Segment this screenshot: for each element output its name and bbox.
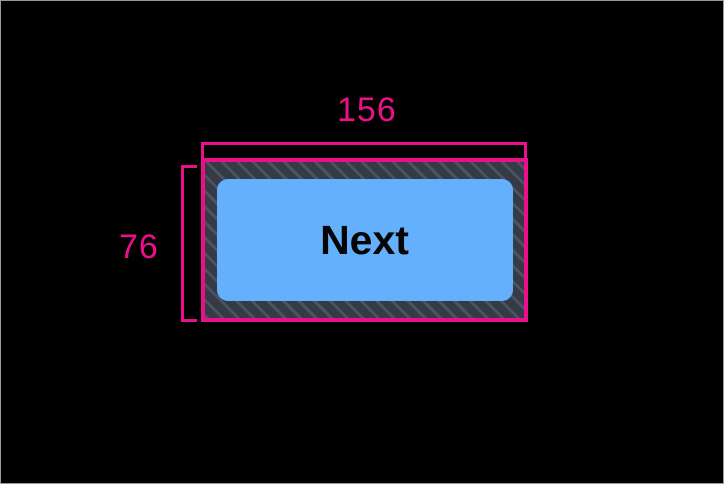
selection-outline[interactable]: Next [201,158,528,322]
next-button[interactable]: Next [216,179,513,301]
width-dimension-label: 156 [337,91,397,129]
margin-hatch-region: Next [205,162,524,318]
height-dimension-label: 76 [119,228,159,266]
height-dimension-bracket [181,165,197,322]
next-button-label: Next [320,216,409,263]
width-dimension-bracket [201,142,527,158]
